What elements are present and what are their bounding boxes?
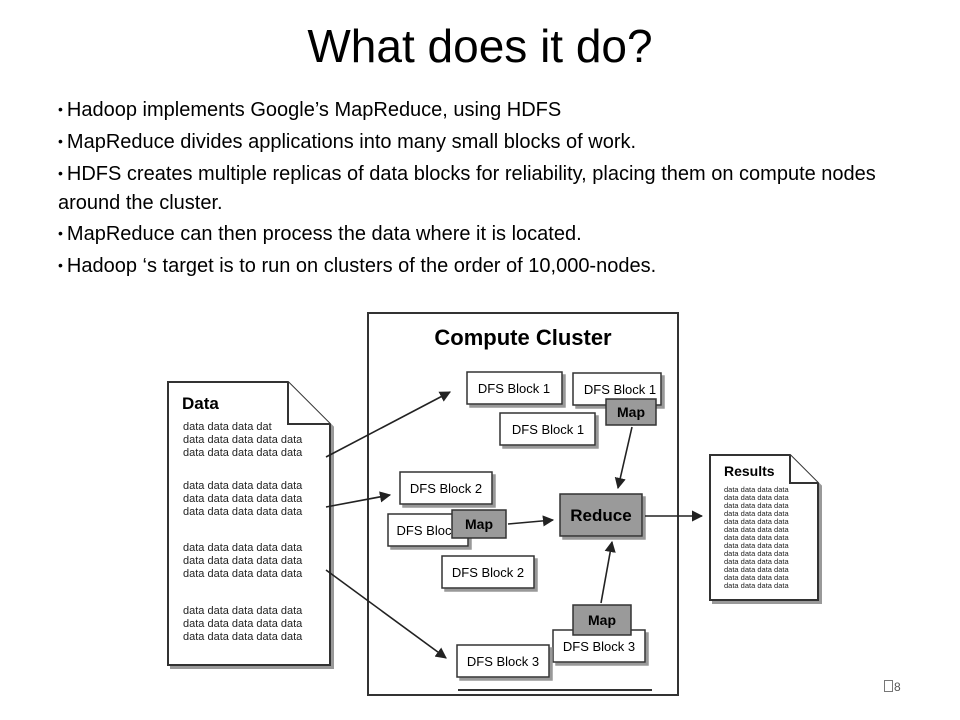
data-line: data data data data data xyxy=(183,618,303,630)
dfs-block-3-label: DFS Block 3 xyxy=(467,654,539,669)
data-page-shape xyxy=(167,381,331,666)
data-line: data data data data data xyxy=(183,434,303,446)
reduce-box xyxy=(559,493,643,537)
bullet-text: MapReduce divides applications into many… xyxy=(66,131,637,153)
results-document: Results data data data data data data da… xyxy=(709,454,819,601)
results-line: data data data data xyxy=(724,573,789,582)
dfs-block-2-label: DFS Block 2 xyxy=(410,481,482,496)
results-line: data data data data xyxy=(724,549,789,558)
slide-title: What does it do? xyxy=(307,20,653,72)
results-line: data data data data xyxy=(724,533,789,542)
data-doc-title: Data xyxy=(182,394,219,413)
bullet-text: HDFS creates multiple replicas of data b… xyxy=(58,163,876,214)
arrow-data-to-block3 xyxy=(325,569,447,659)
results-line: data data data data xyxy=(724,557,789,566)
results-line: data data data data xyxy=(724,517,789,526)
data-line: data data data data data xyxy=(183,506,303,518)
dfs-block-1 xyxy=(499,412,596,446)
page-fold xyxy=(789,455,818,484)
data-line: data data data data data xyxy=(183,555,303,567)
dfs-block-1-label: DFS Block 1 xyxy=(584,382,656,397)
results-line: data data data data xyxy=(724,509,789,518)
dfs-block-2-label: DFS Bloc xyxy=(397,523,452,538)
cluster-title: Compute Cluster xyxy=(434,325,612,350)
dfs-block-2 xyxy=(399,471,493,505)
bullet-item: •Hadoop ‘s target is to run on clusters … xyxy=(58,252,918,281)
results-line: data data data data xyxy=(724,493,789,502)
data-line: data data data data data xyxy=(183,447,303,459)
results-line: data data data data xyxy=(724,581,789,590)
arrow-map1-to-reduce xyxy=(614,426,633,490)
arrow-map2-to-reduce xyxy=(507,515,555,527)
bullet-dot: • xyxy=(58,133,63,149)
bullet-text: Hadoop implements Google’s MapReduce, us… xyxy=(66,99,562,121)
dfs-block-2-label: DFS Block 2 xyxy=(452,565,524,580)
arrow-data-to-block2 xyxy=(325,491,392,508)
page-fold xyxy=(287,382,330,425)
dfs-block-2 xyxy=(441,555,535,589)
data-line: data data data data data xyxy=(183,493,303,505)
dfs-block-1 xyxy=(466,371,563,405)
bullet-item: •HDFS creates multiple replicas of data … xyxy=(58,160,918,217)
placeholder-box-icon xyxy=(884,680,893,692)
data-line: data data data data data xyxy=(183,542,303,554)
results-line: data data data data xyxy=(724,485,789,494)
results-line: data data data data xyxy=(724,525,789,534)
data-line: data data data data data xyxy=(183,631,303,643)
arrow-data-to-block1 xyxy=(325,391,451,458)
results-line: data data data data xyxy=(724,501,789,510)
data-line: data data data data data xyxy=(183,480,303,492)
reduce-label: Reduce xyxy=(570,506,631,525)
bullet-dot: • xyxy=(58,165,63,181)
dfs-block-3-label: DFS Block 3 xyxy=(563,639,635,654)
bullet-item: •MapReduce can then process the data whe… xyxy=(58,220,918,249)
results-line: data data data data xyxy=(724,565,789,574)
bullet-item: •MapReduce divides applications into man… xyxy=(58,128,918,157)
data-line: data data data dat xyxy=(183,421,272,433)
map-label: Map xyxy=(617,404,645,420)
bullet-text: MapReduce can then process the data wher… xyxy=(66,223,582,245)
results-page-shape xyxy=(709,454,819,601)
map-box xyxy=(572,604,632,636)
bullet-dot: • xyxy=(58,225,63,241)
dfs-block-1-label: DFS Block 1 xyxy=(512,422,584,437)
arrow-map3-to-reduce xyxy=(600,540,616,604)
data-document: Data data data data dat data data data d… xyxy=(167,381,331,666)
bullet-dot: • xyxy=(58,101,63,117)
page-number: 8 xyxy=(884,680,901,694)
map-box xyxy=(605,398,657,426)
map-label: Map xyxy=(588,612,616,628)
data-line: data data data data data xyxy=(183,605,303,617)
map-label: Map xyxy=(465,516,493,532)
bullet-dot: • xyxy=(58,257,63,273)
data-line: data data data data data xyxy=(183,568,303,580)
bullet-item: •Hadoop implements Google’s MapReduce, u… xyxy=(58,96,918,125)
dfs-block-3 xyxy=(456,644,550,678)
map-box xyxy=(451,509,507,539)
dfs-block-1-label: DFS Block 1 xyxy=(478,381,550,396)
bullet-text: Hadoop ‘s target is to run on clusters o… xyxy=(66,255,657,277)
results-line: data data data data xyxy=(724,541,789,550)
bullet-list: •Hadoop implements Google’s MapReduce, u… xyxy=(58,96,918,284)
results-doc-title: Results xyxy=(724,463,775,479)
